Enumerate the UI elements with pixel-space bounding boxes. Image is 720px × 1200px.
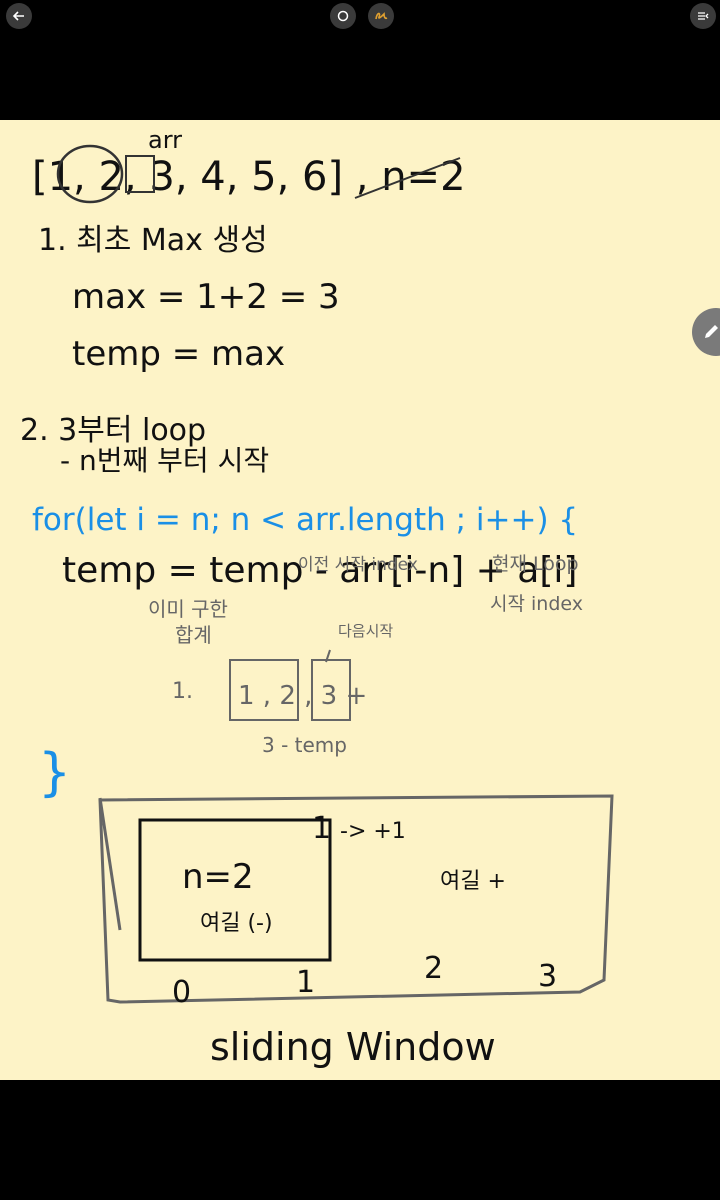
note-already-sum-1: 이미 구한 [148, 597, 228, 621]
note-next-start: 다음시작 [338, 622, 393, 640]
arr-label: arr [148, 126, 182, 154]
note-already-sum-2: 합계 [175, 623, 212, 647]
step2-sub: - n번째 부터 시작 [60, 444, 269, 477]
outer-window-frame [98, 794, 614, 1004]
temp-update-line: temp = temp - arr[i-n] + a[i] [62, 550, 577, 591]
note-prev-start: 이전 시작 index [298, 555, 418, 575]
window-remove-label: 여길 (-) [200, 911, 273, 936]
array-circle [56, 144, 124, 204]
underline-stroke [354, 157, 461, 199]
index-0: 0 [172, 975, 191, 1010]
shape-tool-button[interactable] [330, 3, 356, 29]
window-plus-one: -> +1 [340, 819, 406, 844]
index-3: 3 [538, 959, 557, 994]
window-n-label: n=2 [182, 857, 254, 897]
step2-title: 2. 3부터 loop [20, 413, 206, 448]
circle-icon [337, 10, 349, 22]
step1-temp: temp = max [72, 334, 285, 374]
index-1: 1 [296, 965, 315, 1000]
handwriting-canvas: [1, 2, 3, 4, 5, 6] , n=2 arr 1. 최초 Max 생… [20, 126, 614, 1069]
diagram-label: 1. [172, 679, 193, 704]
note-start-index: 시작 index [490, 593, 583, 615]
arrow-left-icon [12, 11, 24, 21]
array-box [125, 155, 155, 193]
diagram-box-next [311, 659, 351, 721]
for-loop-line: for(let i = n; n < arr.length ; i++) { [32, 502, 578, 538]
diagram-arrow [325, 649, 331, 663]
pen-scribble-icon [375, 12, 388, 20]
pen-tool-button[interactable] [368, 3, 394, 29]
top-toolbar [0, 0, 720, 120]
footer-title: sliding Window [210, 1025, 496, 1069]
menu-collapse-icon [698, 12, 709, 20]
note-current-loop: 현재 Loop [492, 553, 579, 575]
back-button[interactable] [6, 3, 32, 29]
note-page[interactable]: [1, 2, 3, 4, 5, 6] , n=2 arr 1. 최초 Max 생… [0, 120, 720, 1080]
step1-title: 1. 최초 Max 생성 [38, 223, 268, 258]
window-add-label: 여길 + [440, 869, 506, 894]
diagram-values: 1 , 2 , 3 + [238, 681, 367, 711]
array-line: [1, 2, 3, 4, 5, 6] , n=2 [32, 154, 466, 200]
pencil-icon [705, 325, 718, 338]
diagram-sub: 3 - temp [262, 733, 347, 757]
diagram-box-window [229, 659, 299, 721]
step1-max: max = 1+2 = 3 [72, 277, 340, 317]
bottom-area [0, 1080, 720, 1200]
closing-brace: } [38, 743, 71, 803]
inner-window-box [138, 818, 332, 962]
window-inner-1: 1 [312, 811, 331, 846]
menu-button[interactable] [690, 3, 716, 29]
index-2: 2 [424, 951, 443, 986]
